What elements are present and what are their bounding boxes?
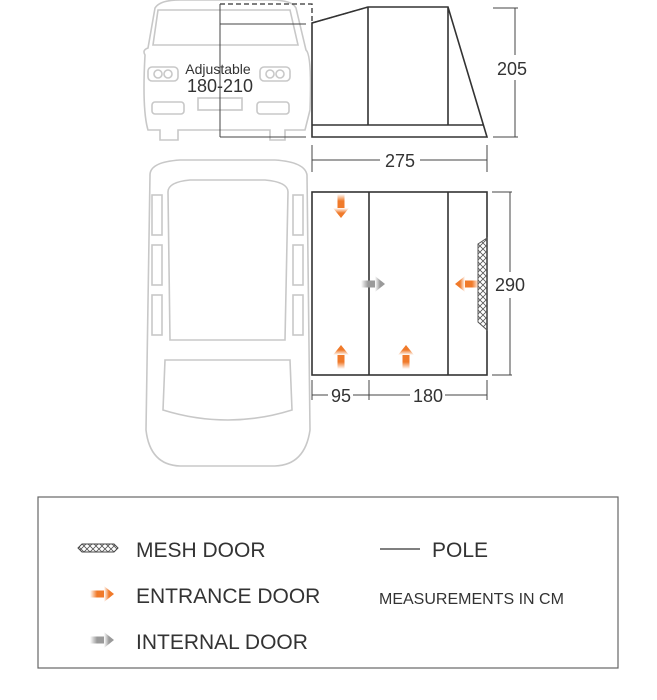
legend [37,496,619,669]
van-top-view [145,159,311,467]
adjustable-label: Adjustable [185,61,251,77]
section-a-dimension: 95 [331,386,351,406]
height-dimension: 205 [497,59,527,79]
legend-internal-door: INTERNAL DOOR [136,631,308,654]
legend-pole: POLE [432,539,488,562]
entrance-door-icon [90,586,114,602]
mesh-door [477,237,488,332]
entrance-door-arrow-top [333,194,349,218]
entrance-door-arrow-side [455,276,479,292]
legend-mesh-door: MESH DOOR [136,539,266,562]
section-b-dimension: 180 [413,386,443,406]
legend-entrance-door: ENTRANCE DOOR [136,585,320,608]
van-rear-view [143,0,312,141]
legend-units: MEASUREMENTS IN CM [379,591,564,608]
internal-door-icon [90,632,114,648]
tent-floor-plan [311,191,512,400]
adjustable-range: 180-210 [187,76,253,96]
mesh-door-icon [77,543,119,553]
tent-side-elevation [219,3,518,172]
entrance-door-arrow-bottom-left [333,345,349,369]
entrance-door-arrow-bottom-mid [398,345,414,369]
width-dimension: 275 [385,151,415,171]
depth-dimension: 290 [495,275,525,295]
internal-door-arrow [361,276,385,292]
